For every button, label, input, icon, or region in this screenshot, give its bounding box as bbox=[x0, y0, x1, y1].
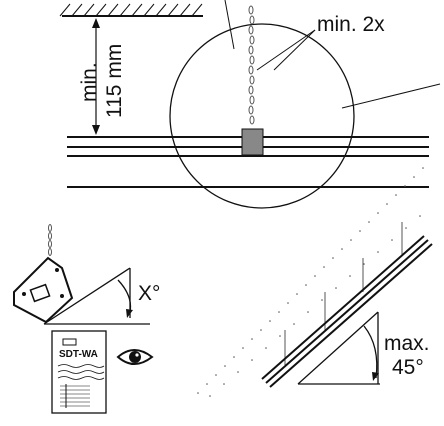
ceiling-hatch-icon bbox=[59, 3, 203, 17]
chain-count-leaders bbox=[256, 29, 316, 71]
sloped-luminaire bbox=[261, 235, 433, 388]
eye-icon bbox=[116, 349, 154, 365]
angle-arrow bbox=[126, 309, 133, 318]
chain-count-label: min. 2x bbox=[317, 13, 385, 36]
detail-circle bbox=[169, 0, 441, 209]
max-angle-label: max. bbox=[384, 332, 430, 355]
suspension-chain bbox=[248, 5, 255, 125]
clearance-label-min: min. bbox=[78, 62, 101, 102]
max-angle-value: 45° bbox=[392, 356, 424, 379]
clearance-dimension bbox=[92, 18, 100, 135]
max-angle-wedge bbox=[297, 311, 380, 385]
clearance-label-value: 115 mm bbox=[103, 44, 126, 118]
manual-icon bbox=[51, 330, 107, 414]
chain-holder bbox=[241, 128, 264, 156]
angle-x-label: X° bbox=[138, 282, 160, 305]
hanging-chain-small bbox=[48, 224, 52, 256]
max-angle-arrow bbox=[372, 372, 379, 381]
sloped-ceiling-dots bbox=[197, 167, 424, 397]
manual-title: SDT-WA bbox=[59, 349, 98, 360]
luminaire-icon bbox=[13, 256, 74, 324]
